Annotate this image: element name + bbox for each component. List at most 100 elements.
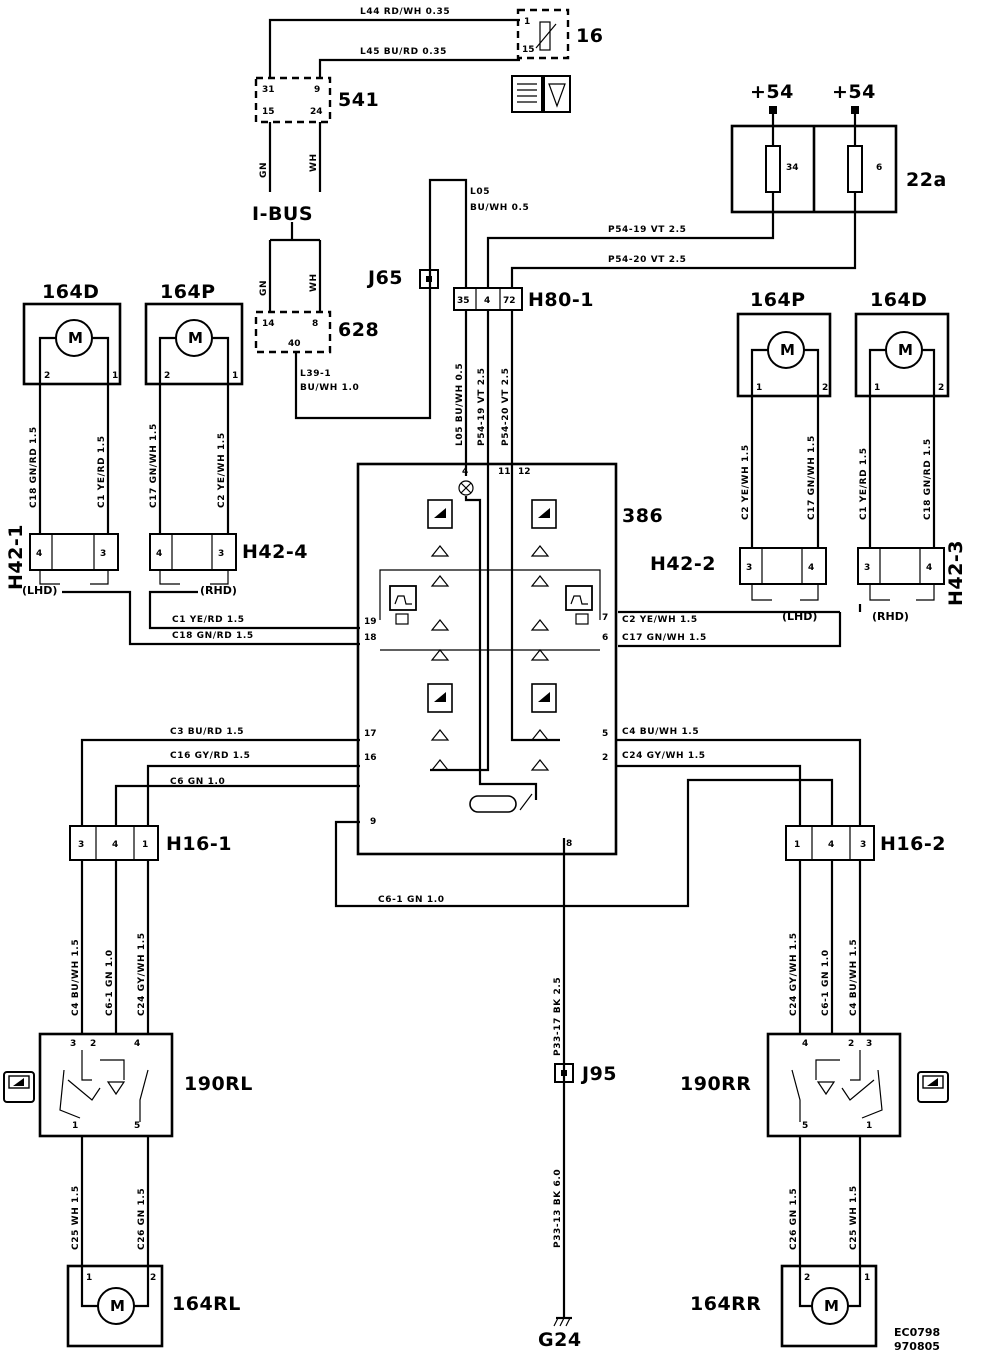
svg-text:3: 3 <box>78 840 84 850</box>
svg-text:J65: J65 <box>366 267 403 289</box>
connector-h80-1: 35 4 72 H80-1 <box>453 287 593 311</box>
motor-164p-right: 164P M 1 2 <box>736 289 832 398</box>
svg-text:GN: GN <box>259 280 269 296</box>
connector-h42-1: 4 3 H42-1 <box>5 524 119 590</box>
svg-text:3: 3 <box>864 563 870 573</box>
svg-text:C2 YE/WH 1.5: C2 YE/WH 1.5 <box>217 432 227 508</box>
svg-text:3: 3 <box>70 1039 76 1049</box>
svg-text:+54: +54 <box>750 81 794 103</box>
svg-text:40: 40 <box>288 339 301 349</box>
svg-text:1: 1 <box>72 1121 78 1131</box>
svg-text:11: 11 <box>498 467 511 477</box>
motor-164d-right: 164D M 1 2 <box>854 289 950 398</box>
svg-text:C4 BU/WH 1.5: C4 BU/WH 1.5 <box>71 939 81 1016</box>
svg-text:H42-4: H42-4 <box>242 541 308 563</box>
svg-text:(RHD): (RHD) <box>872 610 909 623</box>
svg-text:C1 YE/RD 1.5: C1 YE/RD 1.5 <box>97 435 107 508</box>
svg-text:164RL: 164RL <box>172 1293 241 1315</box>
svg-text:C2 YE/WH 1.5: C2 YE/WH 1.5 <box>622 615 698 625</box>
connector-h42-2: 3 4 H42-2 <box>650 547 827 585</box>
svg-text:H42-2: H42-2 <box>650 553 716 575</box>
svg-text:H42-3: H42-3 <box>945 540 967 606</box>
svg-text:GN: GN <box>259 162 269 178</box>
svg-text:164P: 164P <box>750 289 806 311</box>
svg-text:9: 9 <box>314 85 320 95</box>
svg-text:3: 3 <box>860 840 866 850</box>
svg-text:P33-17 BK 2.5: P33-17 BK 2.5 <box>553 977 563 1056</box>
svg-text:P54-20 VT 2.5: P54-20 VT 2.5 <box>501 368 511 447</box>
diagram-code: EC0798 970805 <box>894 1326 940 1353</box>
fuse-box-22a: 34 6 22a +54 +54 <box>730 81 946 214</box>
svg-text:1: 1 <box>232 371 238 381</box>
svg-text:4: 4 <box>926 563 932 573</box>
svg-text:18: 18 <box>364 633 377 643</box>
svg-text:1: 1 <box>142 840 148 850</box>
svg-text:4: 4 <box>462 467 468 477</box>
svg-text:(LHD): (LHD) <box>782 610 817 623</box>
svg-text:BU/WH 1.0: BU/WH 1.0 <box>300 383 359 393</box>
svg-text:C25 WH 1.5: C25 WH 1.5 <box>849 1185 859 1250</box>
svg-text:P33-13 BK 6.0: P33-13 BK 6.0 <box>553 1169 563 1248</box>
switch-module-386: 386 4 11 12 <box>356 462 663 856</box>
svg-text:4: 4 <box>112 840 118 850</box>
svg-text:M: M <box>68 329 83 347</box>
svg-text:WH: WH <box>309 273 319 292</box>
svg-text:C18 GN/RD 1.5: C18 GN/RD 1.5 <box>29 426 39 508</box>
svg-text:2: 2 <box>938 383 944 393</box>
svg-text:C18 GN/RD 1.5: C18 GN/RD 1.5 <box>172 631 254 641</box>
svg-text:C26 GN 1.5: C26 GN 1.5 <box>137 1188 147 1250</box>
motor-164p-left: 164P M 2 1 <box>144 281 244 386</box>
svg-text:970805: 970805 <box>894 1340 940 1353</box>
svg-text:C26 GN 1.5: C26 GN 1.5 <box>789 1188 799 1250</box>
svg-text:C4 BU/WH 1.5: C4 BU/WH 1.5 <box>622 727 699 737</box>
svg-text:(LHD): (LHD) <box>22 584 57 597</box>
svg-text:C24 GY/WH 1.5: C24 GY/WH 1.5 <box>789 932 799 1016</box>
svg-text:3: 3 <box>100 549 106 559</box>
svg-text:3: 3 <box>746 563 752 573</box>
svg-text:P54-19 VT 2.5: P54-19 VT 2.5 <box>477 368 487 447</box>
svg-text:12: 12 <box>518 467 531 477</box>
svg-text:C17 GN/WH 1.5: C17 GN/WH 1.5 <box>807 435 817 520</box>
svg-text:H16-2: H16-2 <box>880 833 946 855</box>
svg-text:6: 6 <box>876 163 882 173</box>
svg-text:386: 386 <box>622 505 663 527</box>
svg-text:C25 WH 1.5: C25 WH 1.5 <box>71 1185 81 1250</box>
svg-text:2: 2 <box>822 383 828 393</box>
svg-text:C2 YE/WH 1.5: C2 YE/WH 1.5 <box>741 444 751 520</box>
svg-text:C6-1 GN 1.0: C6-1 GN 1.0 <box>378 895 445 905</box>
svg-text:C24 GY/WH 1.5: C24 GY/WH 1.5 <box>137 932 147 1016</box>
svg-text:P54-20 VT 2.5: P54-20 VT 2.5 <box>608 255 687 265</box>
svg-text:34: 34 <box>786 163 799 173</box>
svg-text:2: 2 <box>164 371 170 381</box>
svg-text:2: 2 <box>44 371 50 381</box>
i-bus-label: I-BUS <box>252 203 313 225</box>
svg-text:4: 4 <box>808 563 814 573</box>
svg-text:1: 1 <box>874 383 880 393</box>
component-628: 14 8 40 628 <box>254 310 379 354</box>
svg-text:4: 4 <box>828 840 834 850</box>
svg-text:7: 7 <box>602 613 608 623</box>
svg-text:4: 4 <box>134 1039 140 1049</box>
svg-text:C17 GN/WH 1.5: C17 GN/WH 1.5 <box>149 423 159 508</box>
svg-text:16: 16 <box>364 753 377 763</box>
svg-text:L05 BU/WH 0.5: L05 BU/WH 0.5 <box>455 363 465 446</box>
svg-text:164P: 164P <box>160 281 216 303</box>
splice-j65: J65 <box>366 267 439 289</box>
connector-h16-2: 1 4 3 H16-2 <box>785 825 946 861</box>
svg-text:4: 4 <box>36 549 42 559</box>
svg-text:C3 BU/RD 1.5: C3 BU/RD 1.5 <box>170 727 244 737</box>
svg-text:19: 19 <box>364 617 377 627</box>
svg-text:WH: WH <box>309 153 319 172</box>
svg-text:M: M <box>824 1297 839 1315</box>
svg-text:35: 35 <box>457 296 470 306</box>
svg-text:EC0798: EC0798 <box>894 1326 940 1339</box>
component-16: 1 15 16 <box>516 8 603 60</box>
svg-text:G24: G24 <box>538 1329 582 1351</box>
svg-text:L05: L05 <box>470 187 490 197</box>
svg-text:C18 GN/RD 1.5: C18 GN/RD 1.5 <box>923 438 933 520</box>
svg-text:P54-19 VT 2.5: P54-19 VT 2.5 <box>608 225 687 235</box>
ground-g24: G24 <box>538 1316 582 1351</box>
svg-text:H16-1: H16-1 <box>166 833 232 855</box>
svg-text:J95: J95 <box>580 1063 617 1085</box>
